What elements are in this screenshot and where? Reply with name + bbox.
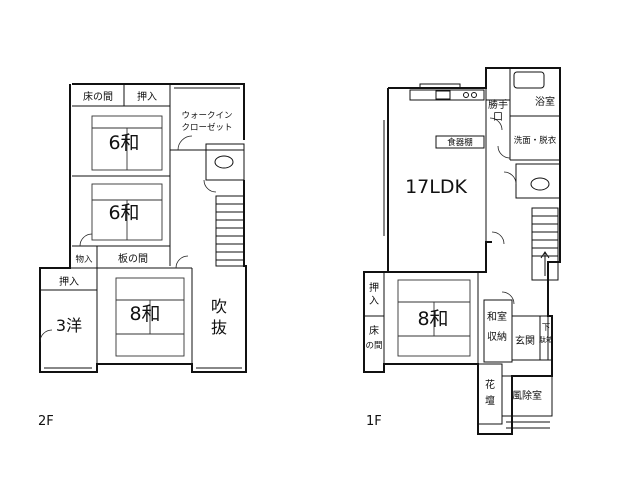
room-label-2f-walkin: ウォークイン: [181, 111, 232, 121]
1f-stove-burner-1: [463, 92, 469, 98]
2f-6wa-b-door: [79, 233, 93, 247]
1f-stair-arrow: [540, 251, 550, 276]
1f-toilet-door: [503, 171, 517, 185]
floor-label-2f: 2F: [38, 414, 54, 429]
floor-2f-outer-wall: [39, 83, 247, 373]
room-label-2f-fukinuke-2: 抜: [211, 318, 227, 337]
room-label-1f-fujoshitsu: 風除室: [512, 389, 542, 402]
1f-stair-treads: [532, 215, 558, 257]
floor-1f-outer-wall: [363, 67, 561, 435]
floor-1f: 17LDK 食器棚 勝手 口 浴室 洗面・脱衣 押 入 床 の間 8和 和室 収…: [363, 67, 561, 435]
room-label-1f-kadan-1: 花: [485, 378, 495, 391]
1f-shokkidana-cabinet: [435, 135, 485, 149]
floor-2f: 床の間 押入 ウォークイン クローゼット 6和 6和 物入 板の間 押入 3洋 …: [38, 83, 247, 429]
2f-toilet-fixture: [214, 155, 234, 169]
1f-fujoshitsu: [501, 375, 553, 417]
room-label-2f-tokonoma: 床の間: [83, 90, 113, 103]
room-label-1f-washitsu-1: 和室: [487, 310, 507, 323]
2f-stairs: [215, 195, 245, 267]
room-label-2f-closet: クローゼット: [181, 122, 232, 133]
room-label-1f-ldk: 17LDK: [405, 176, 467, 198]
1f-kitchen-window: [419, 83, 461, 89]
1f-katteguchi-door: [489, 117, 503, 131]
2f-8wa-tatami: [115, 277, 185, 357]
room-label-1f-shokkidana: 食器棚: [447, 137, 473, 148]
2f-stair-treads: [216, 203, 244, 261]
2f-3yo-door: [39, 329, 53, 343]
room-label-2f-6wa-a: 6和: [108, 132, 139, 154]
room-label-2f-oshiire-left: 押入: [59, 275, 79, 288]
room-label-2f-itanoma: 板の間: [118, 252, 148, 265]
room-label-1f-getabako-1: 下: [542, 323, 551, 333]
room-label-1f-getabako-2: 駄箱: [539, 335, 553, 344]
1f-kitchen-sink: [435, 90, 451, 100]
1f-bathtub: [513, 71, 545, 89]
1f-getabako: [539, 315, 553, 361]
2f-6wa-a-tatami: [91, 115, 163, 171]
1f-hall-door: [501, 291, 515, 305]
room-label-2f-8wa: 8和: [129, 303, 160, 325]
room-label-1f-oshiire-2: 入: [369, 296, 379, 307]
room-label-2f-6wa-b: 6和: [108, 202, 139, 224]
room-label-2f-3yo: 3洋: [56, 316, 82, 335]
1f-toilet-fixture: [530, 177, 550, 191]
2f-6wa-b-tatami: [91, 183, 163, 241]
2f-walkin-door: [177, 135, 193, 151]
1f-kadan: [477, 363, 503, 425]
1f-8wa-tatami: [397, 279, 471, 357]
room-label-1f-oshiire-1: 押: [369, 281, 379, 294]
room-label-1f-tokonoma-2: の間: [365, 341, 382, 351]
room-label-1f-8wa: 8和: [417, 308, 448, 330]
room-label-1f-washitsu-2: 収納: [487, 330, 507, 343]
room-label-1f-bath: 浴室: [535, 95, 555, 108]
1f-stove-burner-2: [471, 92, 477, 98]
room-label-1f-kadan-2: 壇: [485, 394, 495, 407]
1f-ldk-door: [491, 231, 505, 245]
room-label-2f-monoire: 物入: [75, 254, 93, 265]
room-label-1f-katteguchi-1: 勝手: [488, 98, 508, 111]
2f-toilet-room: [205, 143, 245, 181]
2f-toilet-door: [203, 179, 217, 193]
1f-senmen-door: [497, 145, 511, 159]
1f-stairs: [531, 207, 559, 281]
floor-label-1f: 1F: [366, 414, 382, 429]
2f-8wa-door: [175, 255, 189, 269]
room-label-2f-oshiire-top: 押入: [137, 90, 157, 103]
1f-genkan: [511, 315, 549, 361]
room-label-2f-fukinuke-1: 吹: [211, 297, 227, 316]
room-label-1f-tokonoma-1: 床: [369, 324, 379, 337]
room-label-1f-senmen: 洗面・脱衣: [514, 135, 557, 146]
room-label-1f-genkan: 玄関: [515, 334, 535, 347]
room-label-1f-katteguchi-2: 口: [493, 112, 503, 123]
1f-washitsu-shuno: [483, 299, 513, 363]
